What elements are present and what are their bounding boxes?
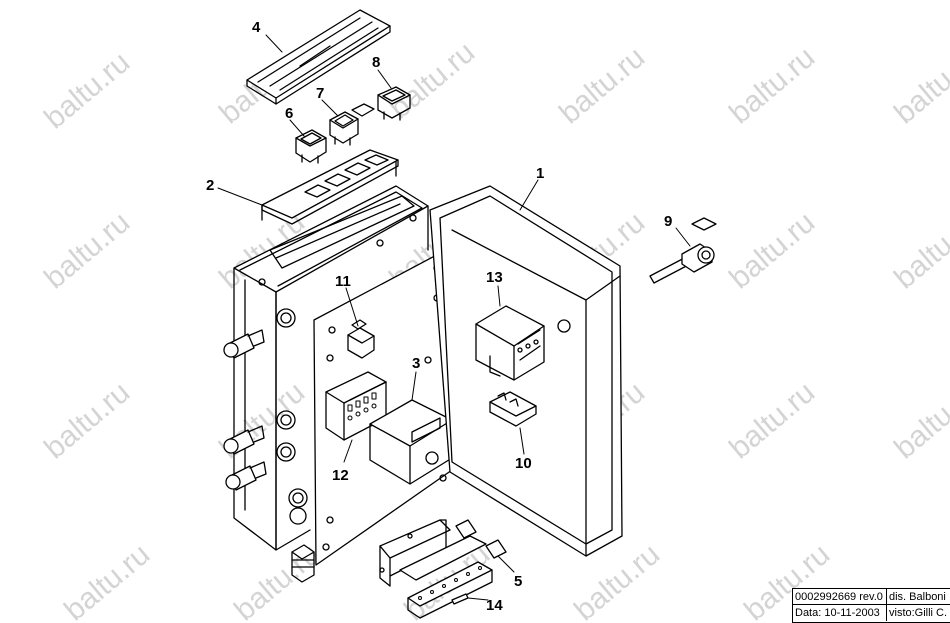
watermark: baltu.ru: [888, 206, 950, 296]
terminal-10: [489, 391, 537, 427]
callout-9: 9: [664, 213, 672, 230]
watermark: baltu.ru: [58, 538, 156, 622]
switch-6: [295, 129, 327, 164]
callout-10: 10: [515, 455, 532, 472]
callout-2: 2: [206, 177, 214, 194]
gland-9: [649, 217, 717, 284]
watermark: baltu.ru: [38, 206, 136, 296]
switch-7: [329, 111, 359, 146]
watermark: baltu.ru: [553, 41, 651, 131]
title-block: 0002992669 rev.0 dis. Balboni Data: 10-1…: [792, 588, 950, 623]
callout-11: 11: [335, 273, 351, 290]
callout-6: 6: [285, 105, 293, 122]
callout-7: 7: [316, 85, 324, 102]
drawing-code: 0002992669 rev.0: [793, 589, 887, 605]
watermark: baltu.ru: [723, 206, 821, 296]
terminal-block-12: [325, 371, 387, 441]
callout-1: 1: [536, 165, 544, 182]
callout-12: 12: [332, 467, 349, 484]
callout-3: 3: [412, 355, 420, 372]
fuses-5: [455, 519, 507, 559]
cover-strip: [246, 9, 391, 105]
watermark: baltu.ru: [38, 376, 136, 466]
watermark: baltu.ru: [888, 376, 950, 466]
watermark: baltu.ru: [723, 41, 821, 131]
drawing-date: Data: 10-11-2003: [793, 605, 887, 621]
callout-14: 14: [486, 597, 503, 614]
control-unit-3: [369, 399, 453, 485]
watermark: baltu.ru: [38, 46, 136, 136]
checked-by: visto:Gilli C.: [889, 607, 948, 619]
part-11: [347, 319, 375, 359]
cable-glands: [223, 329, 267, 491]
watermark: baltu.ru: [888, 41, 950, 131]
callout-8: 8: [372, 54, 380, 71]
enclosure-lid: [429, 185, 623, 557]
small-plug: [351, 103, 375, 117]
switch-8: [377, 86, 411, 121]
bottom-gland: [291, 544, 315, 583]
callout-13: 13: [486, 269, 503, 286]
mounting-plate: [313, 249, 453, 566]
callout-4: 4: [252, 19, 261, 36]
switch-plate: [261, 149, 399, 225]
callout-5: 5: [514, 573, 522, 590]
watermark: baltu.ru: [723, 376, 821, 466]
callout-labels: 4 8 7 6 2 1 9 11 13 3 12 10 5 14: [206, 19, 672, 614]
leader-lines: [217, 34, 691, 601]
watermark: baltu.ru: [383, 36, 481, 126]
rail-14: [379, 519, 493, 619]
contactor-13: [475, 305, 545, 381]
enclosure-base: [233, 185, 429, 551]
drawn-by: dis. Balboni: [887, 589, 950, 605]
